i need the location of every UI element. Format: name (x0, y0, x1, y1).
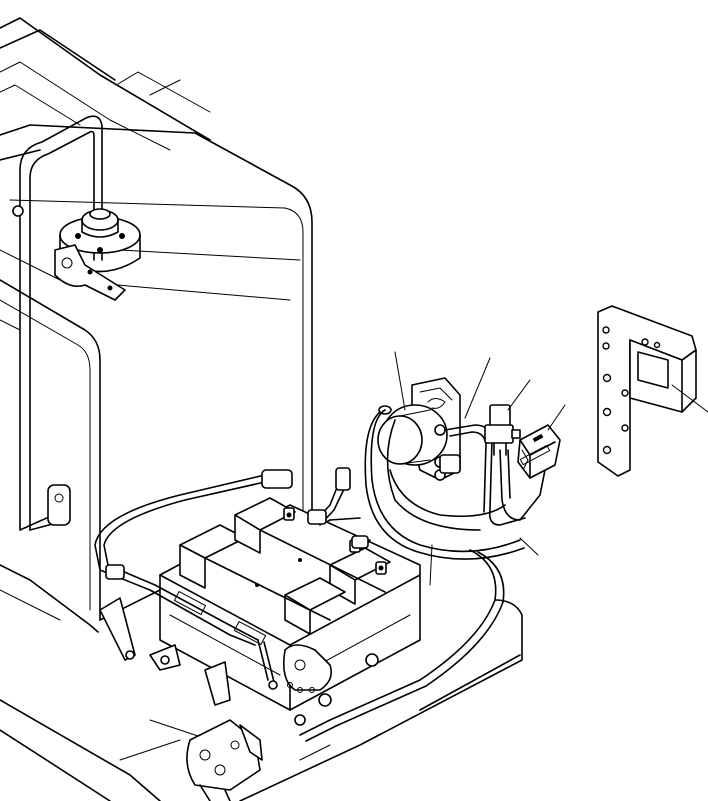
battery-pack (159, 497, 421, 711)
leader-3 (507, 379, 531, 411)
controller-unit (517, 424, 561, 479)
lower-brackets (99, 549, 505, 742)
battery-cables (94, 467, 371, 690)
leader-6 (519, 537, 539, 556)
leader-7 (429, 544, 433, 586)
leader-1 (394, 351, 406, 411)
starter-motor (186, 719, 263, 801)
wiring-harness (364, 409, 546, 560)
relay-motor (377, 377, 461, 481)
leader-5 (671, 384, 708, 413)
leader-4 (547, 404, 566, 431)
fuel-tank (0, 17, 523, 801)
callout-leaders (394, 351, 708, 586)
mounting-bracket (597, 305, 697, 477)
connector (484, 404, 521, 456)
handle-rail (19, 115, 103, 531)
tank-cap (12, 205, 141, 301)
leader-2 (464, 357, 491, 419)
